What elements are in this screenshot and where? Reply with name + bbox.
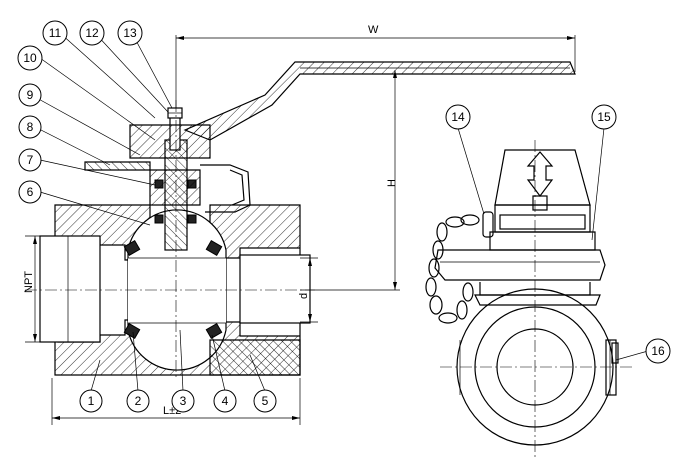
callout-13: 13 xyxy=(117,20,143,46)
svg-text:3: 3 xyxy=(180,394,187,408)
callout-1: 1 xyxy=(79,389,103,413)
seat-upper-right xyxy=(205,239,223,257)
side-platform xyxy=(434,249,606,281)
section-view xyxy=(25,61,576,380)
svg-text:5: 5 xyxy=(262,394,269,408)
svg-text:12: 12 xyxy=(85,26,99,40)
handle xyxy=(183,61,576,141)
callout-3: 3 xyxy=(171,389,195,413)
svg-text:16: 16 xyxy=(651,344,665,358)
svg-text:13: 13 xyxy=(123,26,137,40)
dim-npt-label: NPT xyxy=(23,271,35,293)
callout-5: 5 xyxy=(253,389,277,413)
callout-11: 11 xyxy=(42,20,68,46)
left-port xyxy=(39,235,101,343)
gland-nut xyxy=(129,124,211,159)
svg-text:8: 8 xyxy=(27,120,34,134)
callout-bubbles: 1 2 3 4 5 6 7 8 9 10 11 12 13 14 15 16 xyxy=(17,20,671,413)
dimensions: W H NPT d L±2 xyxy=(23,24,576,425)
end-cap xyxy=(209,339,301,376)
svg-text:1: 1 xyxy=(88,394,95,408)
svg-text:10: 10 xyxy=(23,51,37,65)
side-lug xyxy=(605,339,617,396)
right-port xyxy=(239,254,311,324)
seat-lower-left xyxy=(123,322,141,340)
seat-lower-right xyxy=(205,322,223,340)
svg-text:15: 15 xyxy=(597,110,611,124)
dim-bore-label: d xyxy=(298,293,310,299)
lock-bracket xyxy=(200,164,251,213)
callout-4: 4 xyxy=(213,389,237,413)
callout-9: 9 xyxy=(18,83,42,107)
callout-2: 2 xyxy=(126,389,150,413)
direction-arrow-icon xyxy=(526,151,554,197)
svg-text:4: 4 xyxy=(222,394,229,408)
callout-12: 12 xyxy=(79,20,105,46)
svg-text:2: 2 xyxy=(135,394,142,408)
lock-plate xyxy=(84,161,151,171)
svg-text:11: 11 xyxy=(49,26,62,40)
callout-14: 14 xyxy=(445,104,471,130)
side-lock-cap xyxy=(494,149,591,206)
dim-width-label: W xyxy=(368,24,379,36)
callout-15: 15 xyxy=(591,104,617,130)
dim-height-label: H xyxy=(386,179,398,187)
seat-upper-left xyxy=(123,239,141,257)
callout-6: 6 xyxy=(18,180,42,204)
callout-10: 10 xyxy=(17,45,43,71)
svg-text:14: 14 xyxy=(451,110,465,124)
callout-7: 7 xyxy=(18,148,42,172)
svg-text:6: 6 xyxy=(27,185,34,199)
chain xyxy=(425,211,494,324)
callout-16: 16 xyxy=(645,338,671,364)
side-view xyxy=(425,140,635,460)
leader-lines xyxy=(34,32,649,392)
callout-8: 8 xyxy=(18,115,42,139)
svg-text:9: 9 xyxy=(27,88,34,102)
svg-text:7: 7 xyxy=(27,153,34,167)
